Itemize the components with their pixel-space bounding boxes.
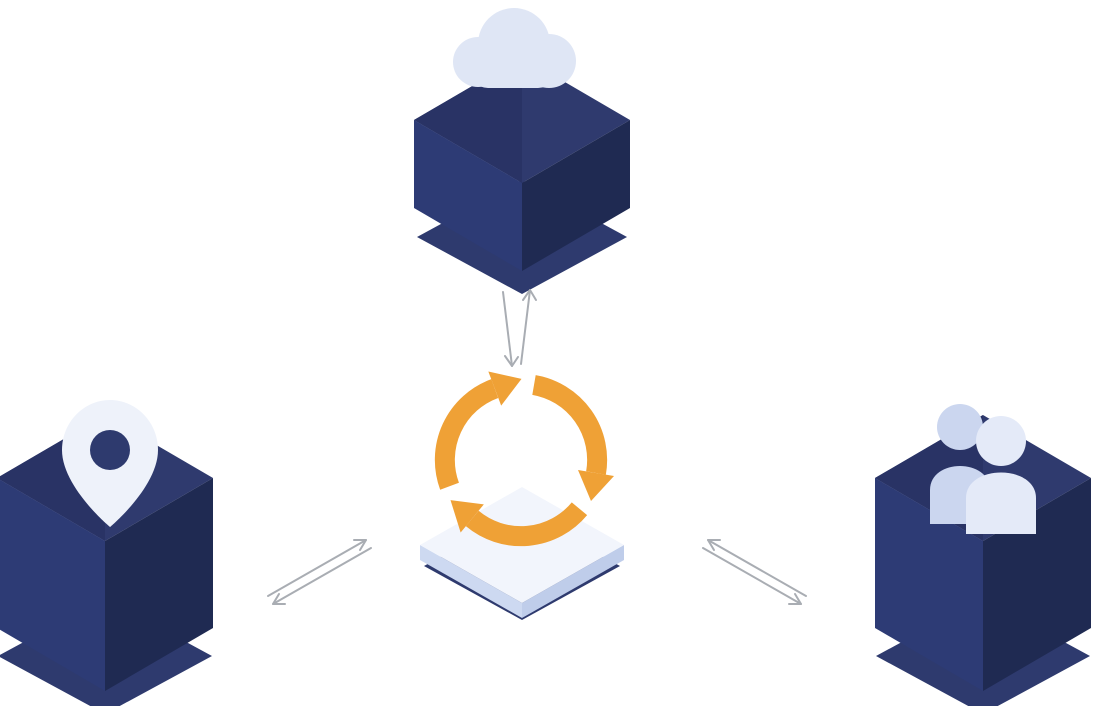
connector-line (502, 291, 513, 367)
location-node (0, 400, 213, 706)
cube-left-face (875, 478, 983, 691)
location-pin-icon (62, 400, 158, 527)
connector-location-sync (267, 539, 372, 605)
arrowhead-toward-node (788, 593, 802, 605)
connector-line (272, 547, 372, 605)
connector-users-sync (702, 539, 807, 605)
platform-left-edge (420, 545, 522, 618)
cube-top-highlight (414, 57, 522, 183)
cube-right-face (522, 120, 630, 271)
arrowhead-toward-hub (707, 539, 721, 551)
cloud-node (414, 8, 630, 294)
cloud-base (470, 52, 556, 88)
sync-arrow-segment (531, 375, 614, 501)
platform-right-edge (522, 545, 624, 618)
arrowhead-up (522, 289, 537, 301)
arrowhead-toward-hub (353, 539, 367, 551)
arrowhead-down (504, 355, 519, 367)
connector-line (702, 547, 802, 605)
sync-arrows-icon (434, 371, 614, 547)
users-icon (930, 404, 1036, 534)
isometric-platform (420, 487, 624, 620)
arrowhead-toward-node (272, 593, 286, 605)
isometric-cube (414, 57, 630, 271)
connector-line (520, 289, 531, 365)
person-front-body (966, 472, 1036, 534)
sync-arrow-segment (434, 371, 522, 490)
cube-left-face (414, 120, 522, 271)
person-back-head (937, 404, 983, 450)
cube-right-face (105, 478, 213, 691)
users-node (875, 404, 1091, 706)
connector-cloud-sync (502, 289, 537, 367)
sync-hub (420, 371, 624, 620)
cloud-icon (453, 8, 576, 88)
person-front-head (976, 416, 1026, 466)
cube-left-face (0, 479, 105, 691)
connector-line (267, 539, 367, 597)
connector-line (707, 539, 807, 597)
sync-arrow-segment (450, 500, 588, 547)
pin-hole (90, 430, 130, 470)
